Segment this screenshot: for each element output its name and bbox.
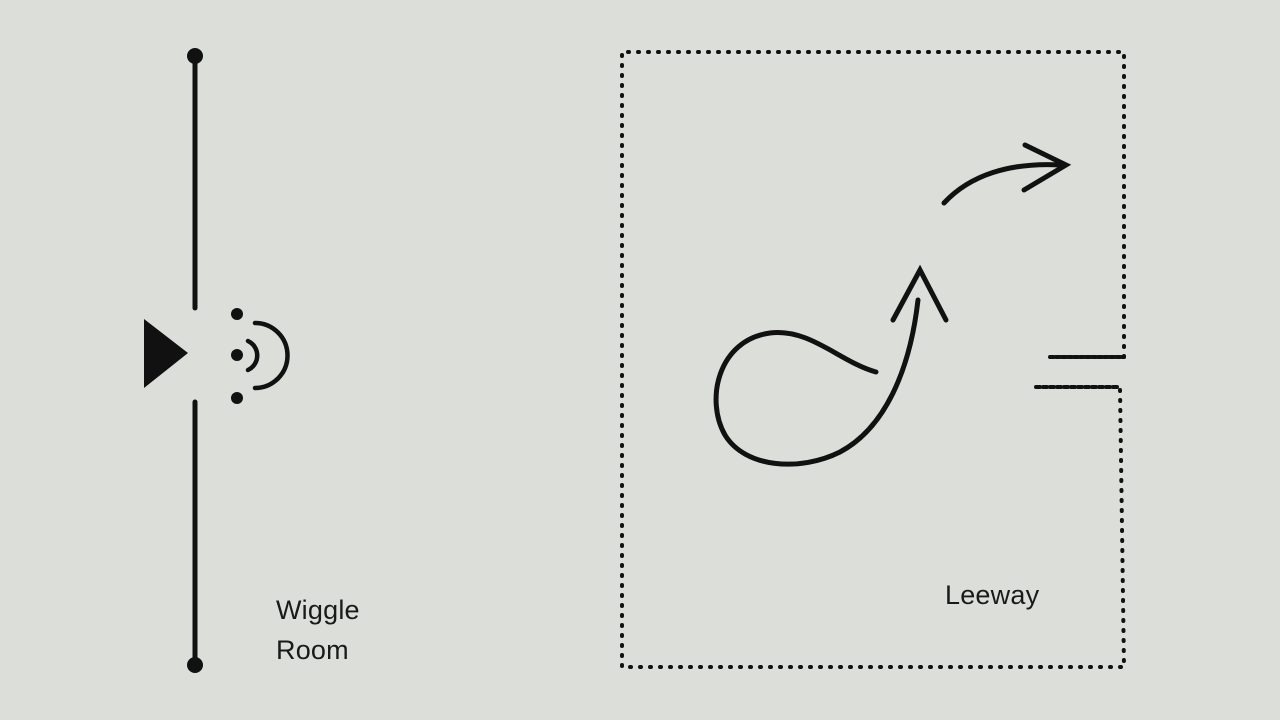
leeway-frame	[620, 50, 1127, 669]
wiggle-room-label: Wiggle Room	[276, 590, 436, 670]
loop-arrow-head	[890, 264, 949, 323]
axis-bottom-endpoint	[187, 657, 203, 673]
wave-dot-middle	[231, 349, 243, 361]
wave-arc-inner	[245, 338, 260, 373]
wave-dot-top	[231, 308, 243, 320]
wave-dot-bottom	[231, 392, 243, 404]
curved-arrow-path	[941, 162, 1065, 206]
frame-outline	[620, 50, 1127, 669]
wiggle-room-label-line-1: Wiggle	[276, 595, 360, 625]
play-triangle-icon	[144, 319, 188, 388]
loop-arrow-path	[713, 297, 921, 467]
wiggle-room-label-line-2: Room	[276, 635, 349, 665]
leeway-label: Leeway	[945, 580, 1040, 610]
curved-arrow-head	[1021, 142, 1072, 193]
loop-arrow-icon	[713, 264, 949, 467]
wave-arc-outer	[252, 320, 290, 391]
axis-top-endpoint	[187, 48, 203, 64]
sound-waves-icon	[231, 308, 290, 404]
curved-arrow-icon	[941, 142, 1072, 206]
wiggle-room-axis	[187, 48, 203, 673]
